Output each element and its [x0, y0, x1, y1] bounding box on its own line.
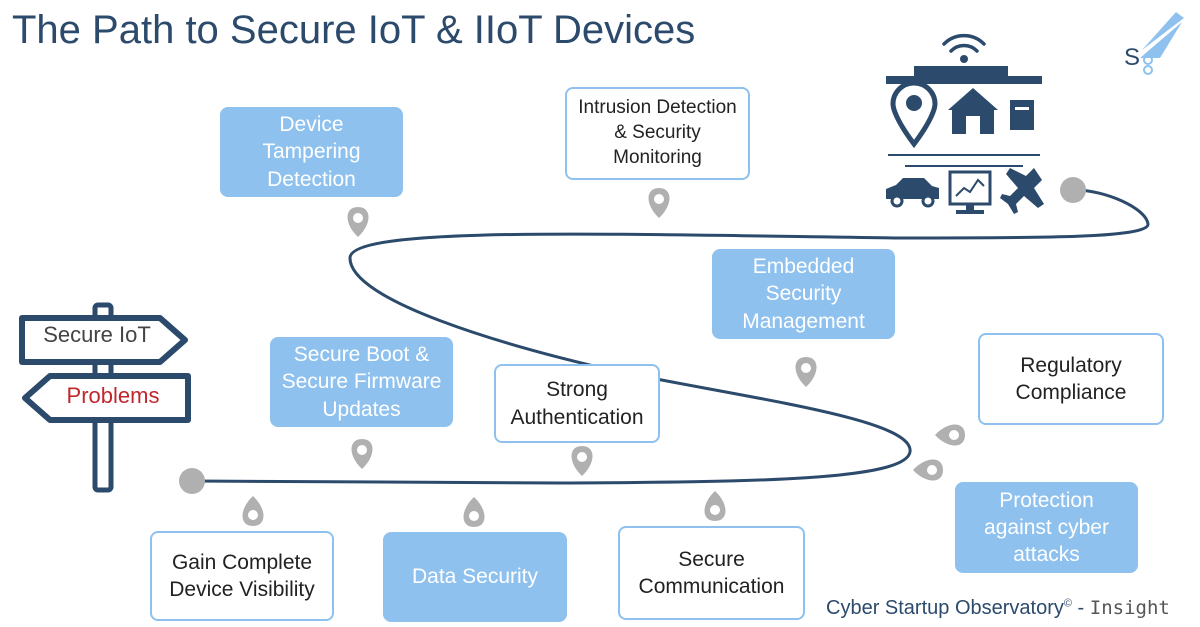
- signpost-icon: [19, 302, 191, 493]
- location-pin-icon: [795, 357, 817, 387]
- wifi-icon: [942, 33, 986, 63]
- step-intrusion-detection: Intrusion Detection & Security Monitorin…: [565, 87, 750, 180]
- footer-brand: Cyber Startup Observatory: [826, 597, 1064, 619]
- location-pin-icon: [935, 424, 965, 446]
- document-icon: [1010, 100, 1034, 130]
- logo-icon: [1140, 12, 1184, 75]
- step-strong-auth: Strong Authentication: [494, 364, 660, 443]
- car-icon: [886, 178, 939, 208]
- page-title: The Path to Secure IoT & IIoT Devices: [12, 8, 696, 52]
- footer-separator: -: [1077, 597, 1085, 619]
- location-pin-icon: [347, 207, 369, 237]
- map-marker-icon: [890, 80, 938, 149]
- footer-credit: Cyber Startup Observatory© - Insight: [826, 597, 1170, 620]
- footer-copyright: ©: [1063, 597, 1072, 610]
- path-start-dot: [179, 468, 205, 494]
- footer-tag: Insight: [1089, 597, 1170, 619]
- airplane-icon: [1000, 168, 1044, 214]
- location-pin-icon: [351, 439, 373, 469]
- path-end-dot: [1060, 177, 1086, 203]
- path-line: [191, 188, 1150, 485]
- signpost-bottom-label: Problems: [66, 383, 160, 408]
- logo-letter: S: [1124, 44, 1141, 71]
- signpost-top-label: Secure IoT: [43, 322, 151, 347]
- step-secure-boot: Secure Boot & Secure Firmware Updates: [270, 337, 453, 427]
- step-data-security: Data Security: [383, 532, 567, 622]
- location-pin-icon: [704, 491, 726, 521]
- step-protection-cyber: Protection against cyber attacks: [955, 482, 1138, 573]
- location-pin-icon: [242, 496, 264, 526]
- iot-devices-illustration: [886, 33, 1044, 214]
- step-gain-visibility: Gain Complete Device Visibility: [150, 531, 334, 621]
- step-regulatory-compliance: Regulatory Compliance: [978, 333, 1164, 425]
- location-pin-icon: [913, 459, 943, 481]
- step-secure-comm: Secure Communication: [618, 526, 805, 620]
- location-pin-icon: [571, 446, 593, 476]
- house-icon: [948, 88, 998, 134]
- location-pin-icon: [648, 188, 670, 218]
- step-device-tampering: Device Tampering Detection: [220, 107, 403, 197]
- location-pin-icon: [463, 497, 485, 527]
- step-embedded-security: Embedded Security Management: [712, 249, 895, 339]
- computer-icon: [948, 170, 992, 214]
